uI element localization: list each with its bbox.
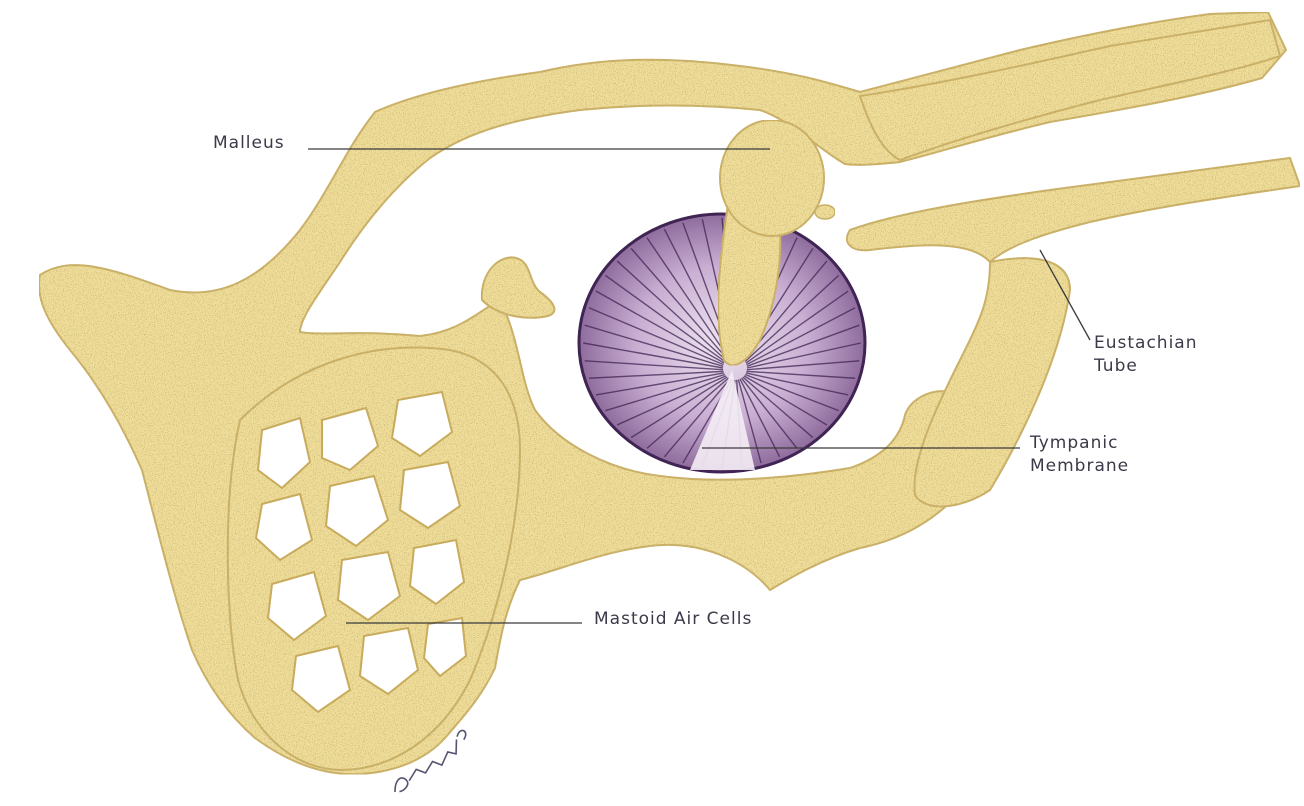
mastoid-label-text: Mastoid Air Cells [594, 608, 752, 631]
eustachian-tube-wall [847, 158, 1300, 262]
malleus-head [720, 120, 824, 236]
label-mastoid-air-cells: Mastoid Air Cells [594, 608, 752, 631]
label-eustachian-tube: Eustachian Tube [1094, 332, 1198, 378]
label-tympanic-membrane: Tympanic Membrane [1030, 432, 1129, 478]
tympanic-label-line2: Membrane [1030, 455, 1129, 478]
eustachian-label-line1: Eustachian [1094, 332, 1198, 355]
malleus-label-text: Malleus [213, 132, 285, 155]
malleus-small-process [815, 205, 835, 219]
bone-spur [482, 257, 555, 317]
label-malleus: Malleus [213, 132, 285, 155]
tympanic-label-line1: Tympanic [1030, 432, 1129, 455]
eustachian-label-line2: Tube [1094, 355, 1198, 378]
